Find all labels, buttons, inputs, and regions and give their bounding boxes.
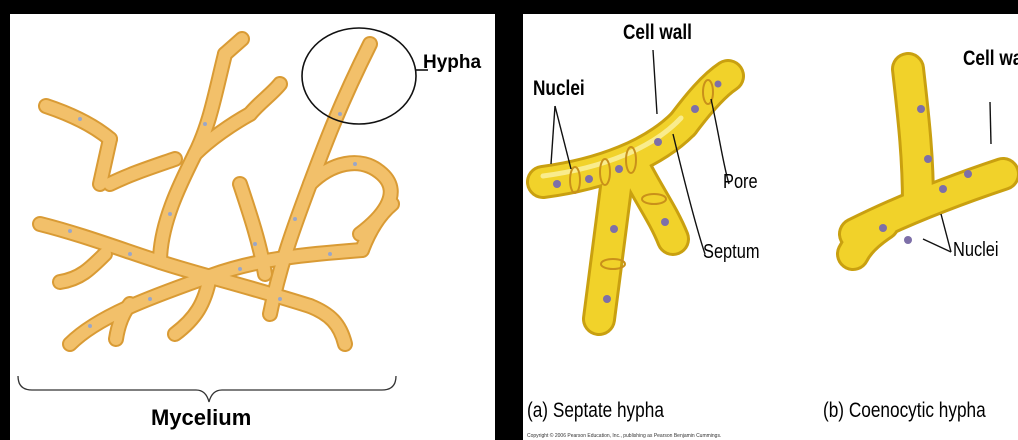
hypha-types-panel: Cell wall Nuclei Pore Septum (a) Septate… xyxy=(523,14,1018,440)
pore-label: Pore xyxy=(723,171,758,194)
mycelium-panel: Hypha Mycelium xyxy=(10,14,495,440)
septate-hypha-illustration xyxy=(543,76,728,319)
mycelium-fill xyxy=(40,39,392,344)
septum-label: Septum xyxy=(703,241,760,264)
coenocytic-hypha-illustration xyxy=(853,69,1003,254)
mycelium-network xyxy=(40,39,392,344)
mycelium-brace xyxy=(18,376,396,402)
mycelium-illustration xyxy=(10,14,495,440)
hypha-types-illustration xyxy=(523,14,1018,440)
copyright-notice: Copyright © 2006 Pearson Education, Inc.… xyxy=(527,433,721,439)
coenocytic-nuclei-label: Nuclei xyxy=(953,239,999,262)
mycelium-label: Mycelium xyxy=(151,405,251,431)
hypha-label: Hypha xyxy=(423,52,481,74)
septate-nuclei-label: Nuclei xyxy=(533,77,585,101)
septate-caption: (a) Septate hypha xyxy=(527,399,664,423)
septate-cell-wall-label: Cell wall xyxy=(623,21,692,45)
septate-hypha-fill xyxy=(543,76,728,319)
coenocytic-caption: (b) Coenocytic hypha xyxy=(823,399,986,423)
coenocytic-cell-wall-label: Cell wa xyxy=(963,47,1018,71)
